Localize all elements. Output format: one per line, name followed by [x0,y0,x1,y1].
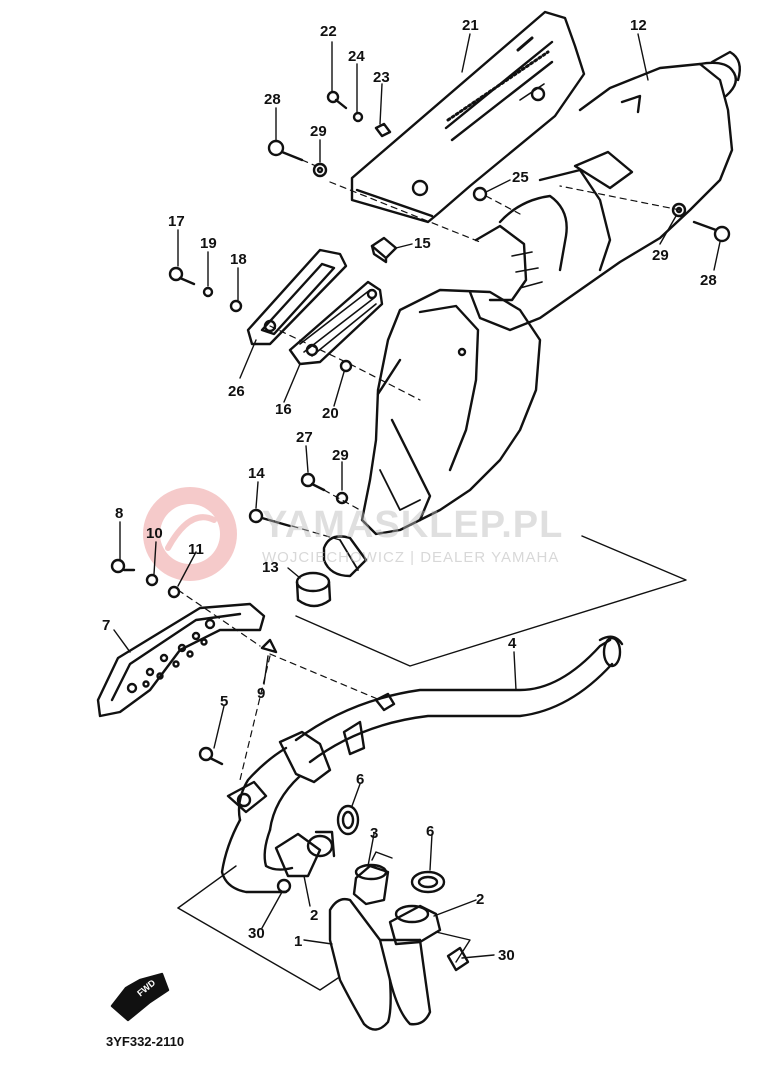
callout-16: 16 [275,401,292,418]
callout-26: 26 [228,383,245,400]
gasket-lower [410,870,446,894]
callout-28: 28 [700,272,717,289]
hardware [110,90,731,972]
callout-15: 15 [414,235,431,252]
silencer-body [322,288,542,578]
callout-12: 12 [630,17,647,34]
exhaust-joint [352,863,390,906]
gasket-upper [336,804,360,836]
callout-14: 14 [248,465,265,482]
callout-13: 13 [262,559,279,576]
callout-11: 11 [188,541,204,558]
callout-30: 30 [248,925,265,942]
callout-10: 10 [146,525,163,542]
exhaust-sleeve [295,571,332,608]
callout-20: 20 [322,405,339,422]
guide-lines [177,535,687,991]
callout-29: 29 [310,123,327,140]
callout-29: 29 [332,447,349,464]
muffler [468,50,741,332]
watermark-logo-icon [143,487,237,581]
callout-28: 28 [264,91,281,108]
gasket-plate [246,248,348,346]
heat-protector-lower [96,602,266,718]
assembly-lines [177,159,681,781]
callout-2: 2 [310,907,319,924]
callout-7: 7 [102,617,111,634]
callout-30: 30 [498,947,515,964]
callout-6: 6 [426,823,435,840]
watermark-tagline: WOJCIECHOWICZ | DEALER YAMAHA [262,549,560,566]
callout-5: 5 [220,693,229,710]
callout-22: 22 [320,23,337,40]
callout-21: 21 [462,17,479,34]
heat-protector-upper [350,10,586,224]
callout-17: 17 [168,213,185,230]
callout-6: 6 [356,771,365,788]
exhaust-clamp [226,780,268,814]
exhaust-pipe [220,635,624,894]
exhaust-header [328,897,442,1031]
callout-3: 3 [370,825,379,842]
forward-arrow-icon [110,972,170,1022]
callout-25: 25 [512,169,529,186]
callout-24: 24 [348,48,365,65]
flange-left [274,830,336,878]
part-code: 3YF332-2110 [106,1034,185,1049]
leader-lines [113,33,721,959]
callout-2: 2 [476,891,485,908]
callout-18: 18 [230,251,247,268]
callout-27: 27 [296,429,313,446]
callout-23: 23 [373,69,390,86]
watermark-brand: YAMASKLEP.PL [262,504,564,546]
collar [370,236,398,264]
callout-9: 9 [257,685,266,702]
callout-29: 29 [652,247,669,264]
protector-plate [288,280,384,366]
callout-4: 4 [508,635,517,652]
callout-1: 1 [294,933,303,950]
callout-8: 8 [115,505,124,522]
callout-19: 19 [200,235,217,252]
